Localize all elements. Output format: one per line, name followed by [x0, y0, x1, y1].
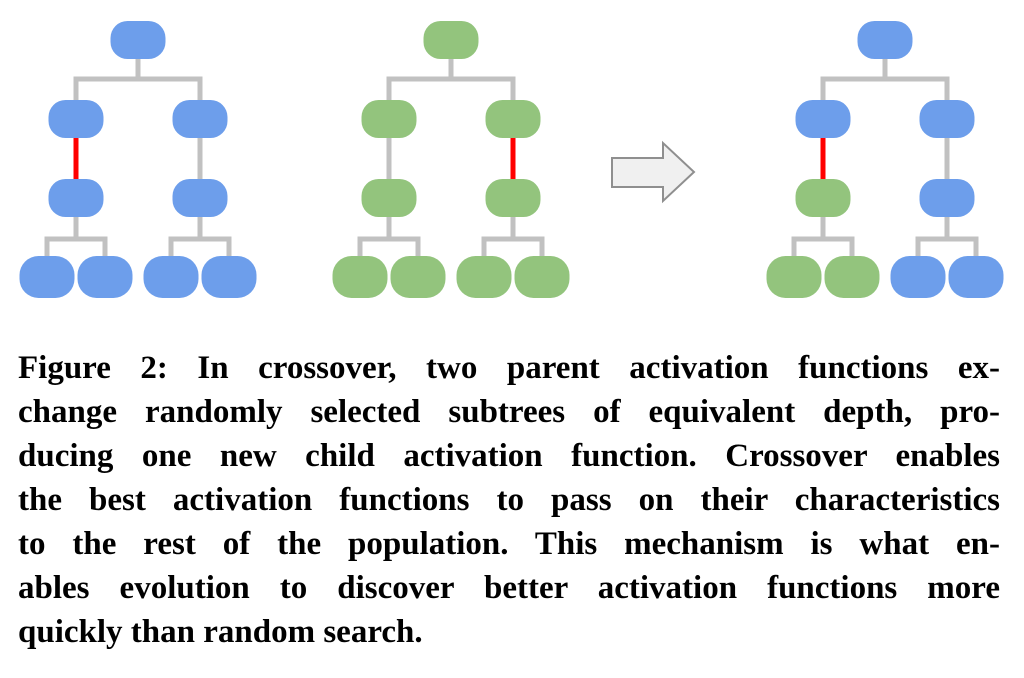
node-leaf [390, 256, 446, 298]
node-root [857, 21, 913, 59]
node-right-child [919, 100, 975, 138]
figure-caption: Figure 2: In crossover, two parent activ… [18, 346, 1000, 654]
node-leaf [19, 256, 75, 298]
node-right-child [485, 100, 541, 138]
node-leaf [77, 256, 133, 298]
caption-line: ducing one new child activation function… [18, 438, 1000, 474]
node-leaf [332, 256, 388, 298]
crossover-arrow-icon [611, 140, 696, 204]
node-left-grandchild [48, 179, 104, 217]
caption-line: to the rest of the population. This mech… [18, 526, 1000, 562]
node-right-grandchild [172, 179, 228, 217]
node-leaf [143, 256, 199, 298]
node-leaf [514, 256, 570, 298]
crossover-diagram [0, 0, 1024, 332]
node-leaf [948, 256, 1004, 298]
node-left-grandchild [795, 179, 851, 217]
node-left-child [361, 100, 417, 138]
child-tree [766, 21, 1004, 298]
caption-line: change randomly selected subtrees of equ… [18, 394, 1000, 430]
node-leaf [824, 256, 880, 298]
caption-line: the best activation functions to pass on… [18, 482, 1000, 518]
caption-line: Figure 2: In crossover, two parent activ… [18, 350, 1000, 386]
node-left-child [48, 100, 104, 138]
node-left-child [795, 100, 851, 138]
node-right-child [172, 100, 228, 138]
node-root [423, 21, 479, 59]
node-leaf [456, 256, 512, 298]
node-left-grandchild [361, 179, 417, 217]
caption-line: quickly than random search. [18, 614, 423, 650]
node-right-grandchild [485, 179, 541, 217]
node-right-grandchild [919, 179, 975, 217]
parent-tree-green [332, 21, 570, 298]
parent-tree-blue [19, 21, 257, 298]
node-leaf [201, 256, 257, 298]
node-leaf [766, 256, 822, 298]
node-root [110, 21, 166, 59]
node-leaf [890, 256, 946, 298]
crossover-diagram-svg [19, 21, 1004, 298]
caption-line: ables evolution to discover better activ… [18, 570, 1000, 606]
